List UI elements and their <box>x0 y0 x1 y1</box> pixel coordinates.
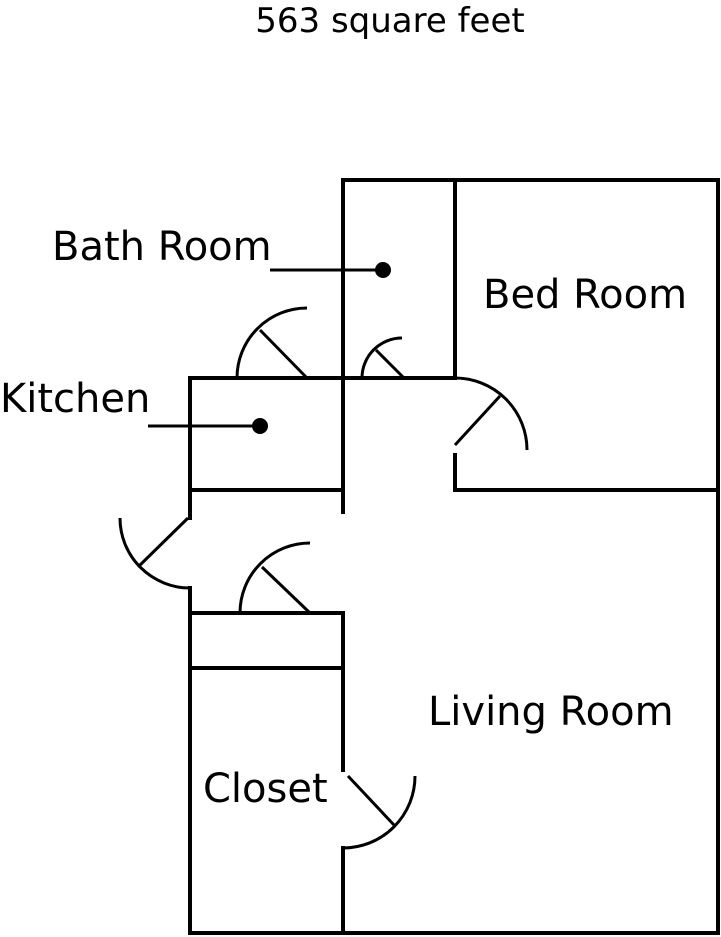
bath-bed-top-wall <box>341 178 720 492</box>
kitchen-pointer <box>148 418 268 434</box>
kitchen-label: Kitchen <box>0 376 150 422</box>
doors <box>118 306 529 850</box>
area-title: 563 square feet <box>255 1 524 41</box>
bedroom-door <box>453 376 529 451</box>
bath-room-pointer <box>270 262 391 278</box>
living-room-label: Living Room <box>428 689 674 735</box>
bed-room-label: Bed Room <box>483 272 687 318</box>
bedroom-lower-wall <box>453 453 720 492</box>
bath-room-label: Bath Room <box>52 224 272 270</box>
closet-door <box>342 774 417 850</box>
walls <box>188 178 720 935</box>
closet-label: Closet <box>203 766 328 812</box>
closet-shelf-door <box>238 541 312 615</box>
bathroom-small-door <box>360 336 406 380</box>
bathroom-exterior-door <box>235 306 309 380</box>
closet-shelf-box <box>188 611 345 670</box>
kitchen-side-door <box>118 516 191 590</box>
